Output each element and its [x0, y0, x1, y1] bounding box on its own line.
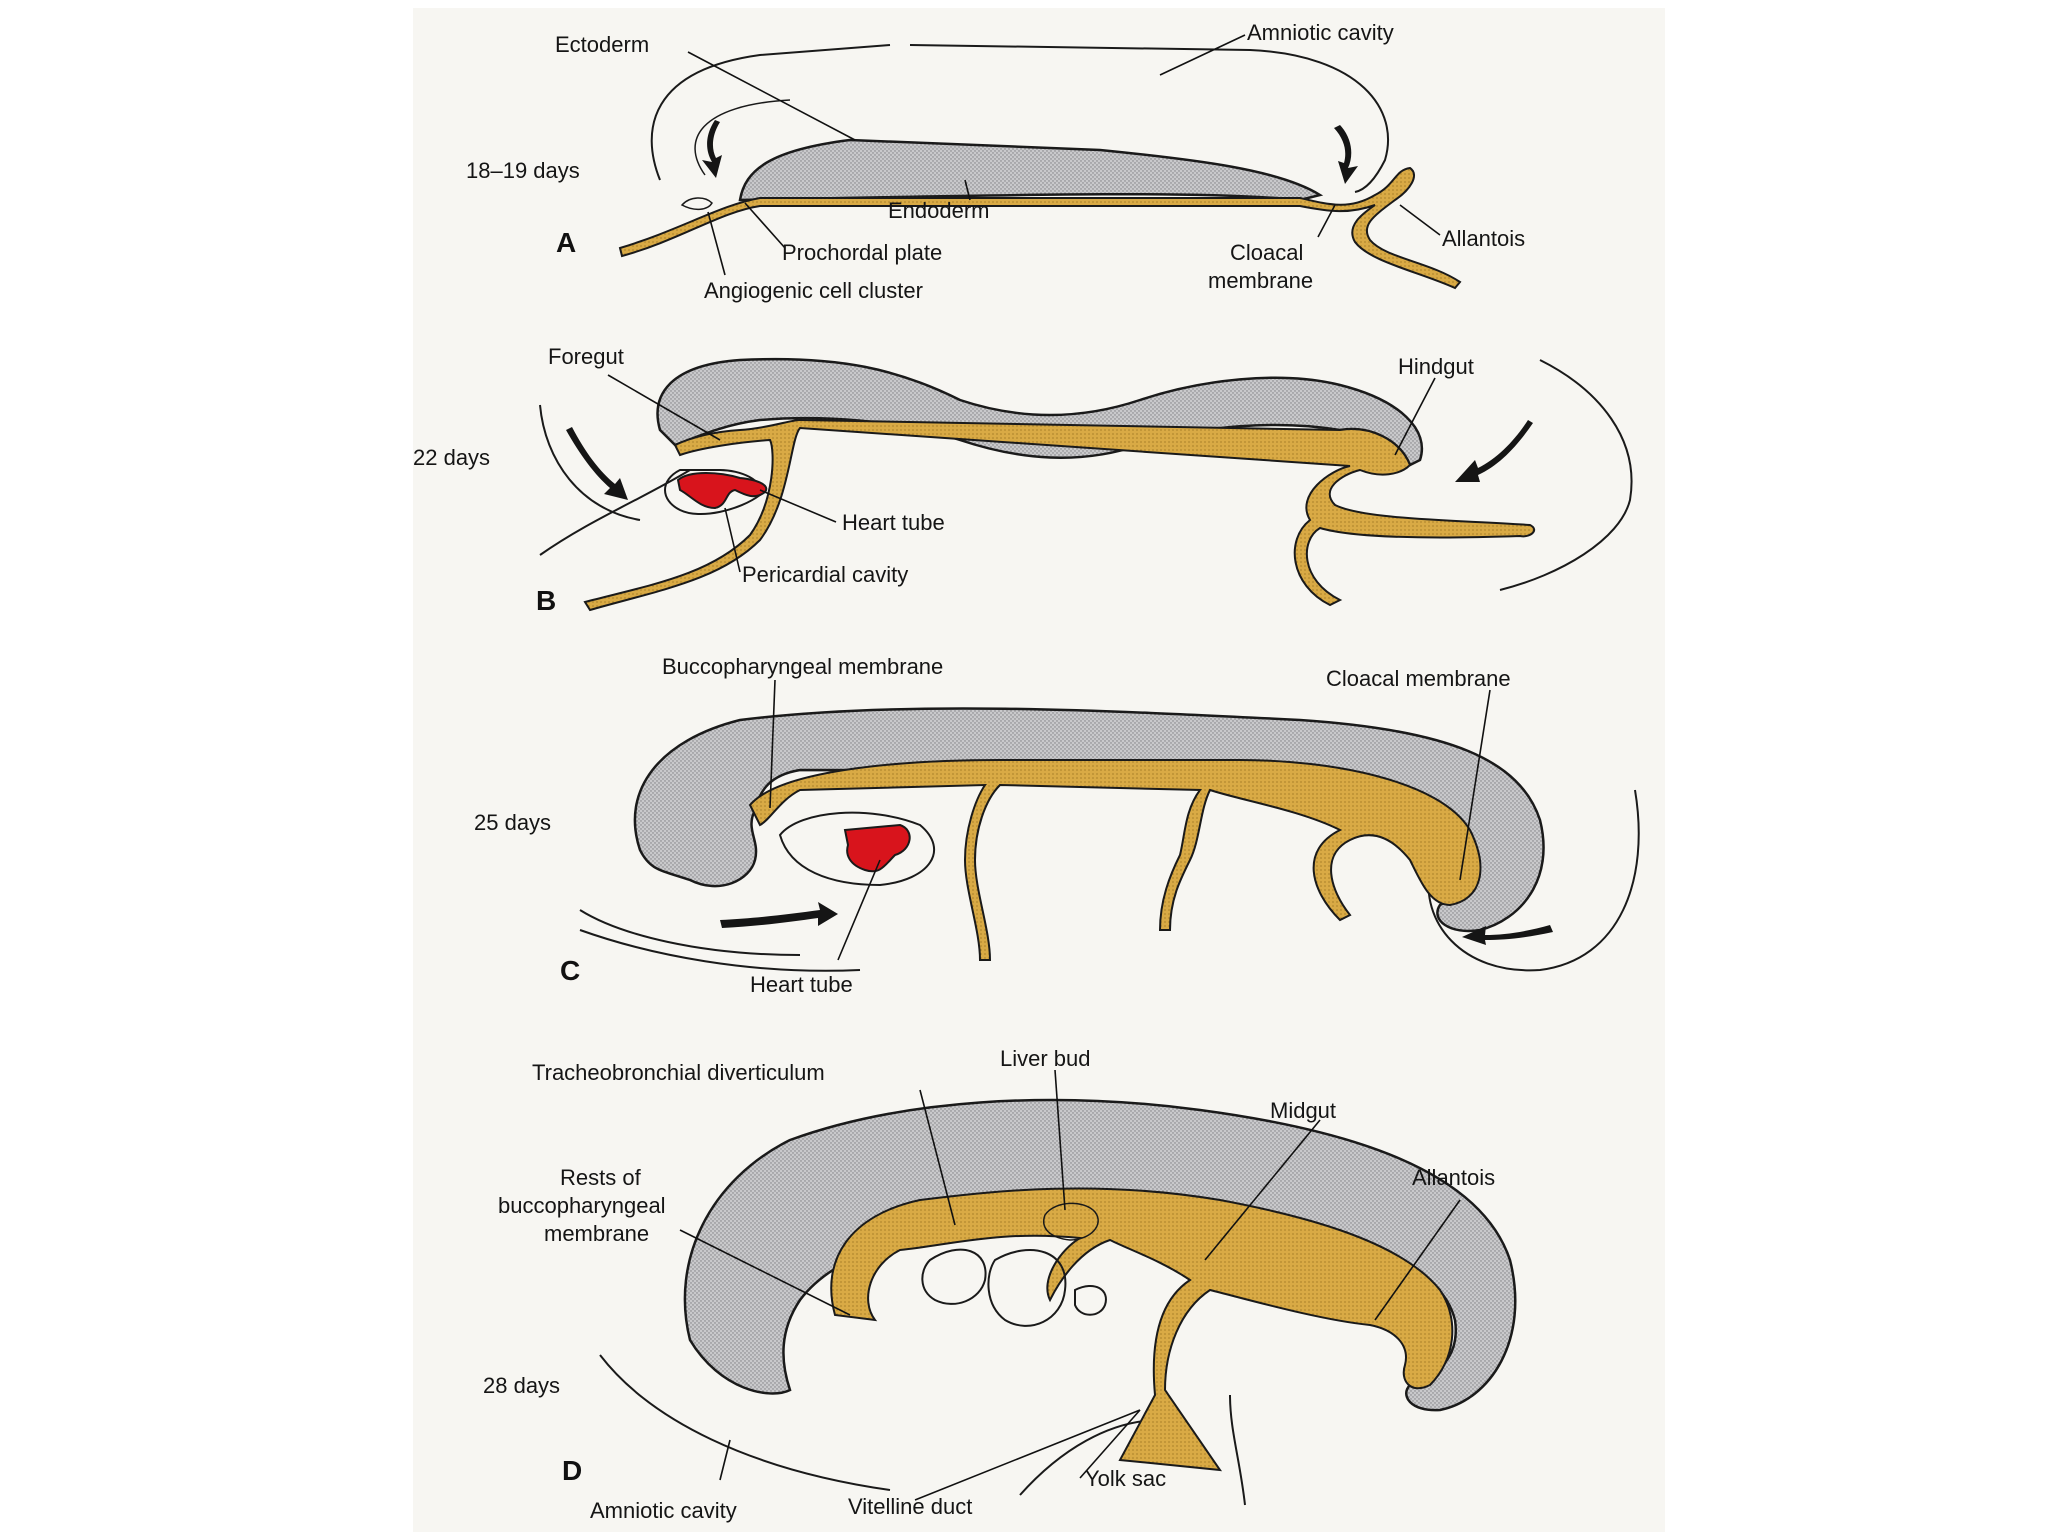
panel-letter-b: B [536, 585, 556, 616]
label-cloacal-a-1: Cloacal [1230, 240, 1303, 265]
label-hindgut: Hindgut [1398, 354, 1474, 379]
label-yolk-sac: Yolk sac [1085, 1466, 1166, 1491]
liver-bud-cluster [1043, 1202, 1099, 1241]
label-liver-bud: Liver bud [1000, 1046, 1091, 1071]
ectoderm-a [738, 138, 1324, 202]
label-foregut: Foregut [548, 344, 624, 369]
panel-letter-a: A [556, 227, 576, 258]
endoderm-d [830, 1187, 1454, 1472]
leaders-d [679, 1069, 1461, 1501]
label-rests-3: membrane [544, 1221, 649, 1246]
label-cloacal-a-2: membrane [1208, 268, 1313, 293]
fold-arrow-b-right [1455, 420, 1533, 482]
endoderm-b [583, 418, 1536, 612]
leaders-a [687, 34, 1441, 276]
label-tracheobronchial-diverticulum: Tracheobronchial diverticulum [532, 1060, 825, 1085]
label-age-b: 22 days [413, 445, 490, 470]
label-midgut: Midgut [1270, 1098, 1336, 1123]
midgut-chamber-1 [921, 1248, 987, 1305]
endoderm-c [748, 759, 1482, 961]
leaders-c [769, 679, 1491, 961]
label-age-c: 25 days [474, 810, 551, 835]
label-endoderm-a: Endoderm [888, 198, 990, 223]
label-heart-tube-b: Heart tube [842, 510, 945, 535]
label-buccopharyngeal-membrane: Buccopharyngeal membrane [662, 654, 943, 679]
panel-b: Foregut Hindgut 22 days Heart tube Peric… [413, 344, 1633, 616]
heart-tube-b [676, 472, 768, 510]
label-vitelline-duct: Vitelline duct [848, 1494, 972, 1519]
pericardial-cavity-c [778, 811, 936, 887]
fold-arrow-c-left [720, 902, 838, 928]
panel-letter-d: D [562, 1455, 582, 1486]
label-age-d: 28 days [483, 1373, 560, 1398]
label-allantois-d: Allantois [1412, 1165, 1495, 1190]
label-angiogenic-cell-cluster: Angiogenic cell cluster [704, 278, 923, 303]
amnion-outline-c-left [579, 909, 801, 956]
label-ectoderm-a: Ectoderm [555, 32, 649, 57]
fold-arrow-c-right [1462, 925, 1553, 945]
amnion-outline-d [599, 1354, 891, 1491]
label-amniotic-cavity-d: Amniotic cavity [590, 1498, 737, 1523]
fold-arrow-a-right [1334, 125, 1358, 184]
label-amniotic-cavity-a: Amniotic cavity [1247, 20, 1394, 45]
angiogenic-cluster-shape [680, 197, 713, 211]
panel-c: Buccopharyngeal membrane Cloacal membran… [474, 654, 1640, 997]
label-pericardial-cavity: Pericardial cavity [742, 562, 908, 587]
amnion-outline-b-right [1499, 359, 1633, 591]
amnion-outline-c-right [1427, 789, 1640, 972]
fold-arrow-b-left [566, 427, 628, 500]
panel-letter-c: C [560, 955, 580, 986]
panel-a: Ectoderm Amniotic cavity 18–19 days Endo… [466, 20, 1525, 303]
amnion-outline-a [650, 44, 1390, 193]
endoderm-a [618, 166, 1462, 290]
heart-tube-c [843, 823, 911, 873]
label-cloacal-membrane-c: Cloacal membrane [1326, 666, 1511, 691]
amnion-outline-b-left [539, 404, 641, 521]
label-age-a: 18–19 days [466, 158, 580, 183]
label-allantois-a: Allantois [1442, 226, 1525, 251]
pericardial-cavity-b [664, 469, 762, 516]
label-rests-1: Rests of [560, 1165, 642, 1190]
label-prochordal-plate: Prochordal plate [782, 240, 942, 265]
label-rests-2: buccopharyngeal [498, 1193, 666, 1218]
panel-d: Tracheobronchial diverticulum Liver bud … [483, 1046, 1517, 1523]
leaders-b [607, 374, 1436, 573]
midgut-chamber-2 [987, 1249, 1067, 1327]
label-heart-tube-c: Heart tube [750, 972, 853, 997]
midgut-chamber-3 [1074, 1285, 1107, 1316]
fold-arrow-a-left [702, 120, 722, 178]
